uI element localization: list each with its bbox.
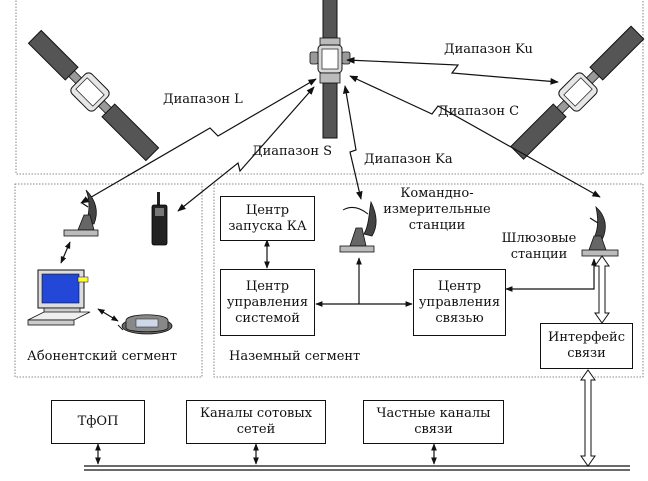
computer-phone-link xyxy=(97,308,119,322)
desk-phone-icon xyxy=(117,314,173,335)
system-control-line3: системой xyxy=(235,310,300,326)
comm-control-center-box: Центр управления связью xyxy=(413,269,506,336)
private-channels-box: Частные каналы связи xyxy=(363,400,504,444)
network-bus xyxy=(84,465,630,471)
left-satellite-icon xyxy=(27,29,160,162)
pstn-line1: ТфОП xyxy=(77,414,119,429)
hollow-arrow-gateway-interface xyxy=(594,255,610,324)
link-c xyxy=(349,75,601,198)
comm-control-line1: Центр xyxy=(437,278,482,294)
cellular-line1: Каналы сотовых xyxy=(199,406,313,421)
gateway-antenna-icon xyxy=(581,205,619,257)
band-l-label: Диапазон L xyxy=(163,92,243,107)
gateway-stations-label: Шлюзовые станции xyxy=(494,231,584,263)
central-satellite-icon xyxy=(309,0,351,139)
command-stations-label-line1: Командно- xyxy=(400,186,474,201)
band-ku-label: Диапазон Ku xyxy=(444,42,533,57)
launch-center-line2: запуска КА xyxy=(228,218,307,234)
private-line2: связи xyxy=(414,422,453,437)
link-ku xyxy=(346,56,559,85)
gateway-stations-label-line1: Шлюзовые xyxy=(501,231,577,246)
system-control-line1: Центр xyxy=(245,278,290,294)
computer-icon xyxy=(27,269,91,326)
launch-center-box: Центр запуска КА xyxy=(220,196,315,241)
command-station-antenna-icon xyxy=(339,200,377,253)
band-c-label: Диапазон C xyxy=(438,104,520,119)
subscriber-antenna-icon xyxy=(63,189,99,237)
subscriber-segment-label: Абонентский сегмент xyxy=(27,349,178,364)
cellular-line2: сетей xyxy=(236,422,276,437)
space-segment-frame xyxy=(15,0,644,175)
launch-center-line1: Центр xyxy=(245,202,290,218)
bus-links xyxy=(95,443,437,465)
comm-control-line2: управления xyxy=(418,294,501,310)
pstn-box: ТфОП xyxy=(51,400,145,444)
antenna-computer-link xyxy=(60,241,71,264)
comm-interface-line2: связи xyxy=(567,346,606,361)
cellular-channels-box: Каналы сотовых сетей xyxy=(186,400,326,444)
command-stations-label: Командно- измерительные станции xyxy=(382,186,492,234)
system-control-line2: управления xyxy=(226,294,309,310)
radio-links xyxy=(80,56,601,212)
band-s-label: Диапазон S xyxy=(252,144,333,159)
band-ka-label: Диапазон Ka xyxy=(364,152,453,167)
comm-interface-line1: Интерфейс xyxy=(547,330,626,345)
comm-interface-box: Интерфейс связи xyxy=(540,323,633,369)
private-line1: Частные каналы xyxy=(376,406,491,421)
link-ka xyxy=(342,85,363,200)
comm-control-line3: связью xyxy=(435,310,484,326)
mobile-phone-icon xyxy=(151,192,168,246)
gateway-stations-label-line2: станции xyxy=(510,247,568,262)
command-stations-label-line3: станции xyxy=(408,218,466,233)
system-control-center-box: Центр управления системой xyxy=(220,269,315,336)
ground-links xyxy=(264,239,597,307)
command-stations-label-line2: измерительные xyxy=(383,202,491,217)
link-s xyxy=(177,86,315,212)
hollow-arrow-interface-bus xyxy=(580,369,596,467)
ground-segment-label: Наземный сегмент xyxy=(229,349,361,364)
